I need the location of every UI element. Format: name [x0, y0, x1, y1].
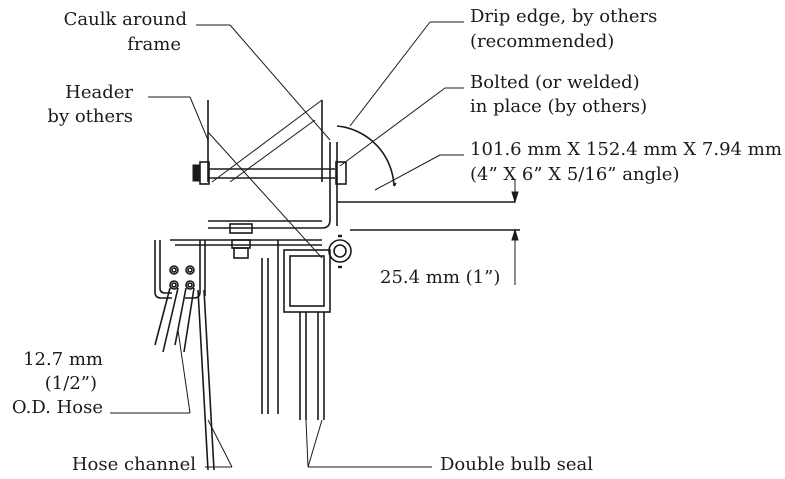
gap-dimension-label: 25.4 mm (1”) [380, 267, 500, 288]
header-label-line2: by others [47, 106, 133, 127]
bolted-label-line2: in place (by others) [470, 96, 647, 117]
header-bolt [192, 161, 347, 185]
double-bulb-seal [283, 234, 352, 420]
angle-label-line1: 101.6 mm X 152.4 mm X 7.94 mm [470, 139, 782, 160]
hose-channel-label: Hose channel [72, 454, 196, 475]
drip-edge [336, 125, 397, 187]
header-structure [207, 99, 323, 259]
hoses [154, 287, 215, 471]
dimension-gap [511, 180, 519, 285]
bolted-label-line1: Bolted (or welded) [470, 72, 640, 93]
double-bulb-seal-label: Double bulb seal [440, 454, 593, 475]
caulk-label-line1: Caulk around [64, 9, 187, 30]
door-panel [261, 240, 279, 414]
angle-label-line2: (4” X 6” X 5/16” angle) [470, 164, 679, 185]
caulk-label-line2: frame [127, 34, 181, 55]
header-label-line1: Header [65, 82, 133, 103]
hose-label-line3: O.D. Hose [12, 397, 103, 418]
drip-edge-label-line1: Drip edge, by others [470, 6, 657, 27]
hose-label-line2: (1/2”) [45, 373, 97, 394]
leader-lines [110, 21, 464, 468]
lower-bolt [170, 223, 322, 259]
hose-label-line1: 12.7 mm [23, 349, 103, 370]
drip-edge-label-line2: (recommended) [470, 31, 614, 52]
hose-channel [154, 240, 206, 299]
